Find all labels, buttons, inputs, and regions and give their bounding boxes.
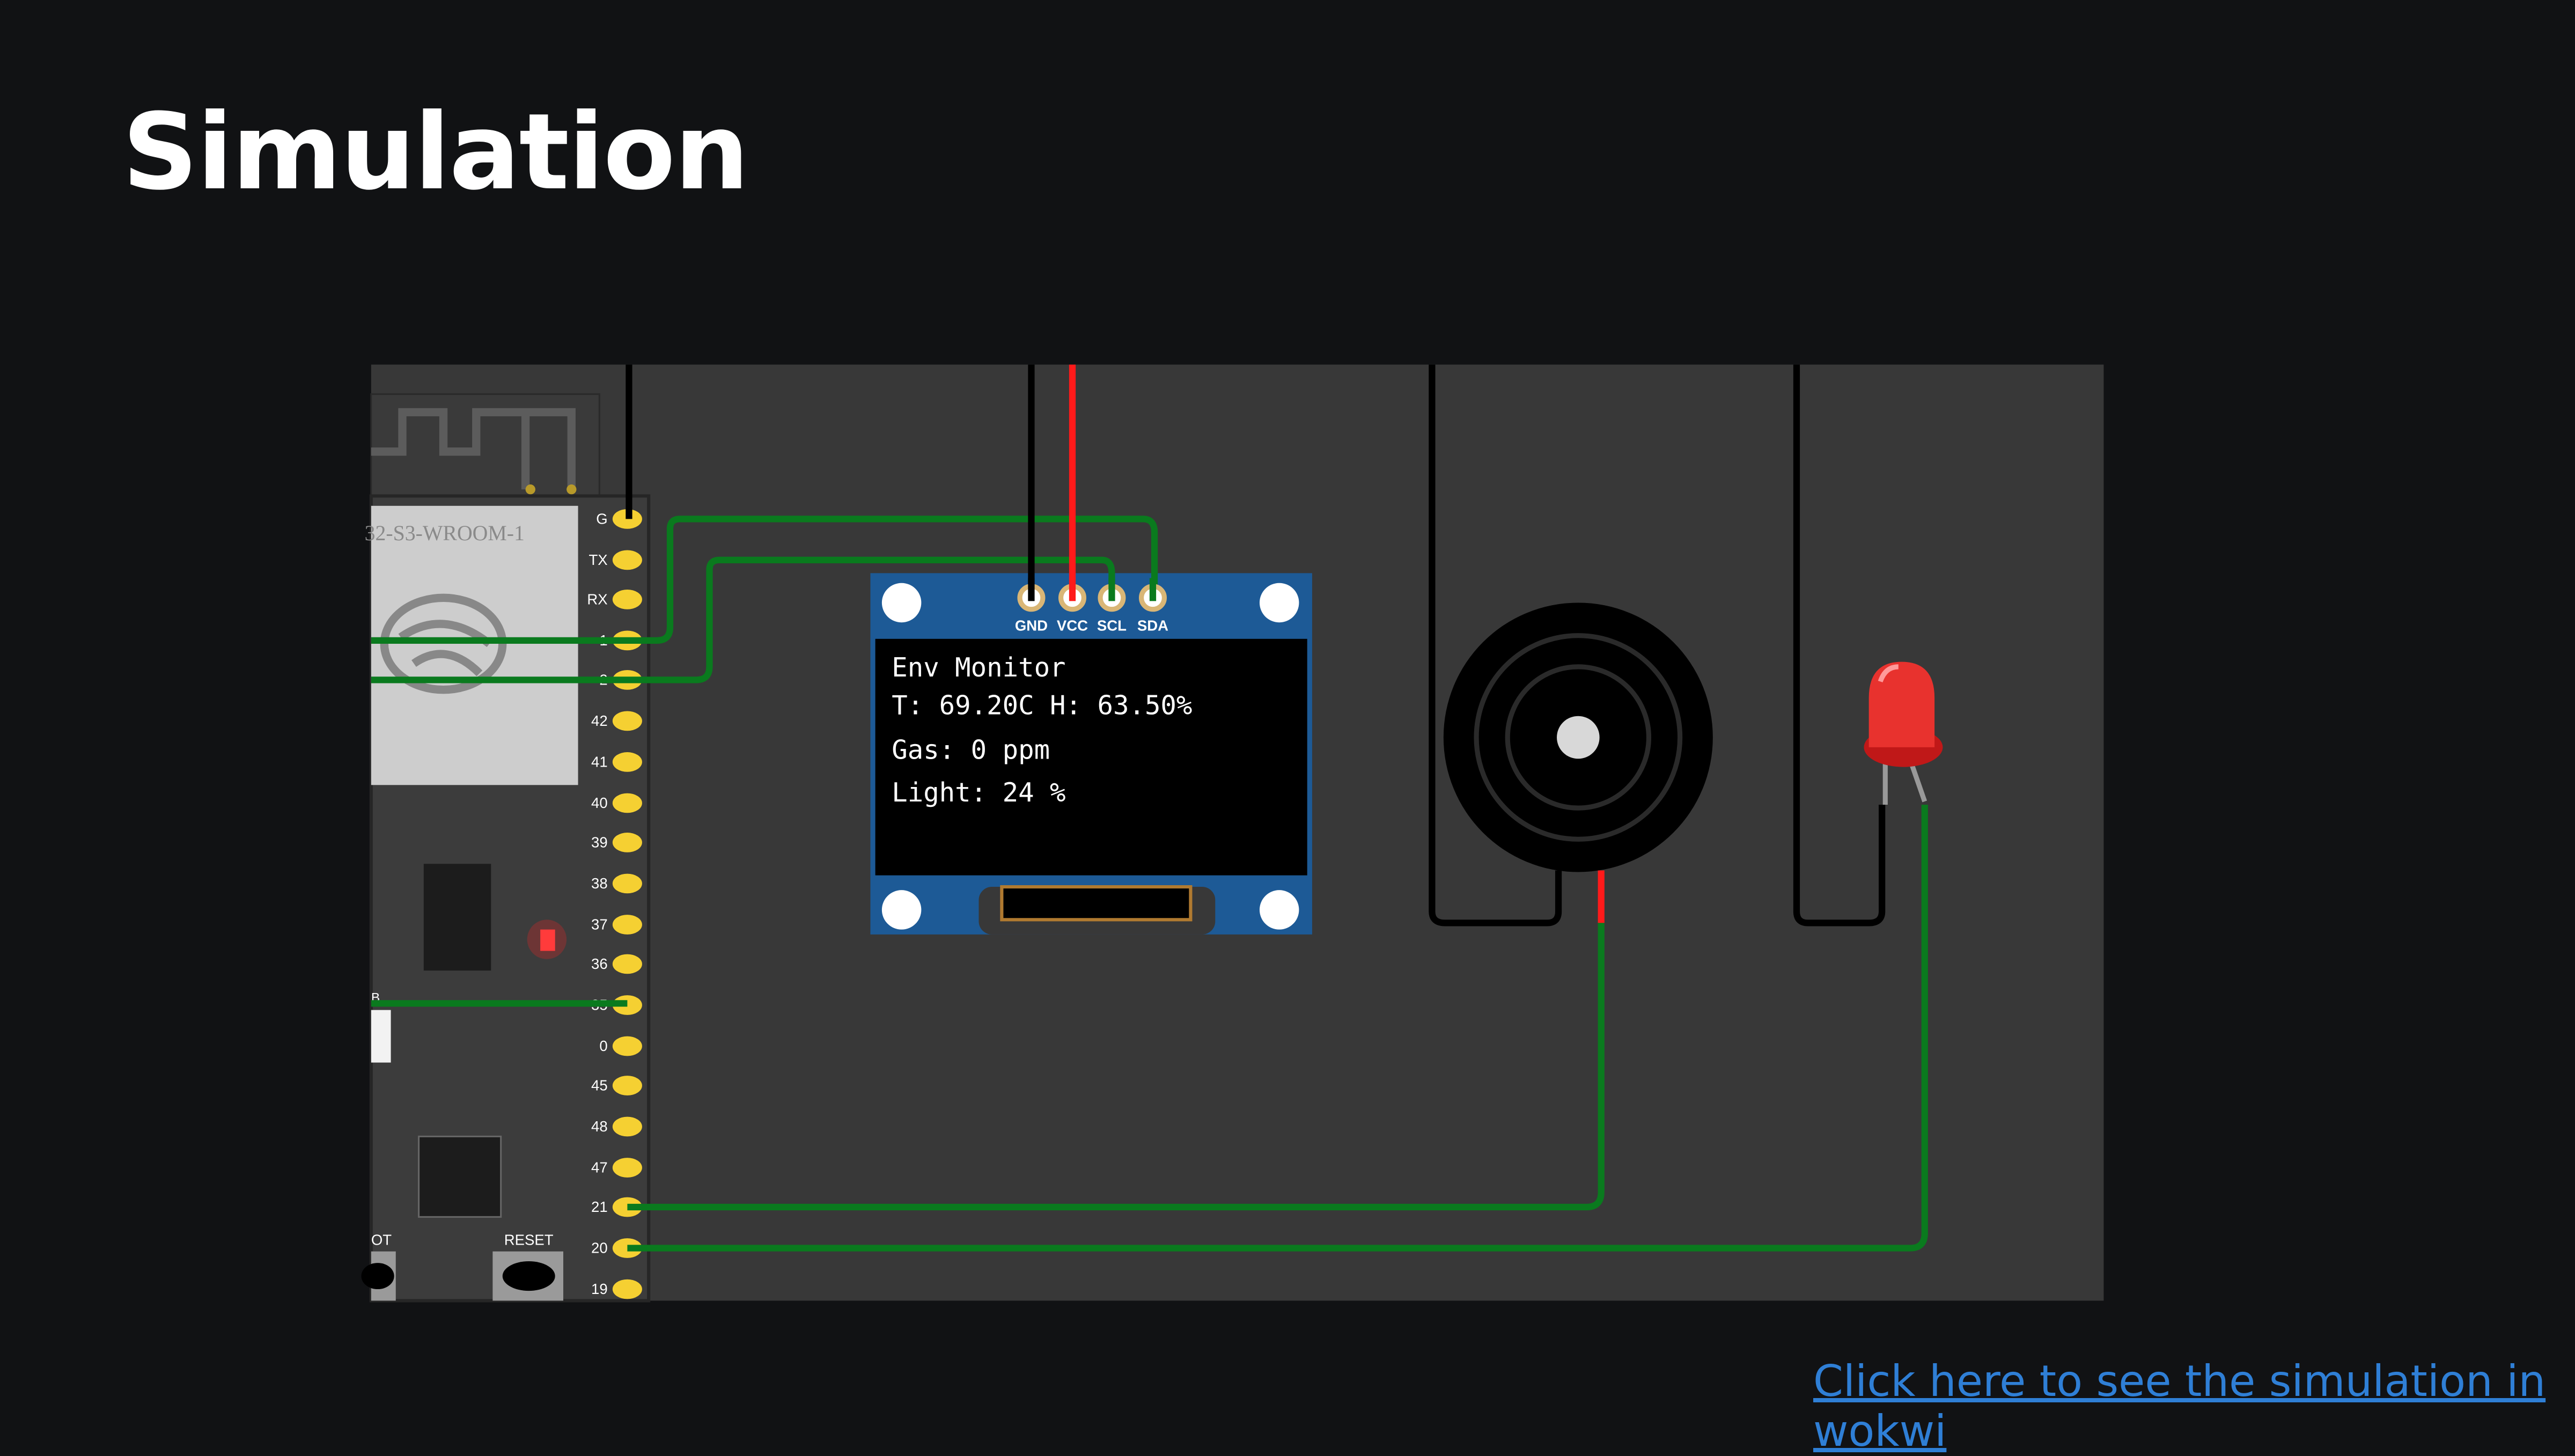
wroom-module	[371, 505, 578, 785]
boot-button[interactable]	[361, 1251, 396, 1301]
oled-pin-label: SDA	[1137, 617, 1168, 634]
usb-connector	[371, 1010, 391, 1063]
oled-ribbon	[1000, 885, 1193, 922]
mount-hole	[881, 890, 922, 930]
oled-screen	[875, 638, 1307, 876]
pin-label-38: 38	[591, 875, 608, 892]
pin-47[interactable]	[612, 1158, 642, 1178]
mount-hole	[1259, 890, 1299, 930]
chip	[423, 864, 491, 971]
pin-label-48: 48	[591, 1118, 608, 1135]
pin-label-41: 41	[591, 754, 608, 770]
module-label: 32-S3-WROOM-1	[365, 521, 525, 545]
pin-label-TX: TX	[588, 551, 607, 568]
pin-45[interactable]	[612, 1076, 642, 1095]
pin-42[interactable]	[612, 711, 642, 731]
pin-label-42: 42	[591, 712, 608, 729]
pin-RX[interactable]	[612, 589, 642, 609]
oled-display[interactable]: Env Monitor T: 69.20C H: 63.50% Gas: 0 p…	[870, 573, 1312, 935]
oled-pin-label: GND	[1015, 617, 1048, 634]
pin-TX[interactable]	[612, 550, 642, 570]
pin-0[interactable]	[612, 1036, 642, 1056]
reset-button[interactable]	[492, 1251, 563, 1301]
oled-pin-header: GND VCC SCL SDA	[1015, 578, 1168, 634]
pin-label-21: 21	[591, 1198, 608, 1215]
oled-line-temp-humidity: T: 69.20C H: 63.50%	[892, 690, 1192, 721]
oled-pin-label: SCL	[1097, 617, 1127, 634]
pin-label-45: 45	[591, 1077, 608, 1094]
oled-line-title: Env Monitor	[892, 652, 1065, 683]
pin-20[interactable]	[612, 1238, 642, 1258]
esp32-s3-board[interactable]: 32-S3-WROOM-1 B OT RESET GTXRX1242414039…	[361, 393, 651, 1303]
pin-19[interactable]	[612, 1279, 642, 1299]
oled-line-gas: Gas: 0 ppm	[892, 734, 1050, 765]
pin-36[interactable]	[612, 954, 642, 974]
led-leg	[1909, 762, 1927, 803]
red-led[interactable]	[1864, 661, 1943, 805]
pin-label-40: 40	[591, 795, 608, 811]
wires	[371, 364, 1928, 1252]
pin-39[interactable]	[612, 833, 642, 852]
power-led	[540, 929, 555, 951]
pin-label-20: 20	[591, 1240, 608, 1256]
chip-2	[418, 1135, 502, 1218]
mount-hole	[881, 583, 922, 623]
oled-line-light: Light: 24 %	[892, 777, 1065, 808]
pin-38[interactable]	[612, 873, 642, 894]
buzzer-center	[1557, 716, 1600, 759]
pin-label-0: 0	[599, 1038, 607, 1054]
buzzer[interactable]	[1443, 602, 1713, 872]
page-title: Simulation	[122, 91, 749, 214]
wokwi-simulation-link[interactable]: Click here to see the simulation in wokw…	[1813, 1356, 2546, 1456]
oled-pin-label: VCC	[1057, 617, 1088, 634]
boot-label: OT	[371, 1231, 392, 1248]
pin-label-RX: RX	[587, 591, 607, 608]
pin-41[interactable]	[612, 752, 642, 772]
pin-label-37: 37	[591, 916, 608, 933]
pin-48[interactable]	[612, 1116, 642, 1137]
pin-label-36: 36	[591, 955, 608, 972]
pin-label-19: 19	[591, 1281, 608, 1297]
antenna-trace	[371, 408, 576, 490]
pin-21[interactable]	[612, 1197, 642, 1217]
pin-label-39: 39	[591, 834, 608, 851]
pin-label-47: 47	[591, 1159, 608, 1176]
reset-label: RESET	[504, 1231, 554, 1248]
pin-label-G: G	[596, 511, 607, 527]
pin-37[interactable]	[612, 915, 642, 935]
pin-40[interactable]	[612, 793, 642, 813]
mount-hole	[1259, 583, 1299, 623]
